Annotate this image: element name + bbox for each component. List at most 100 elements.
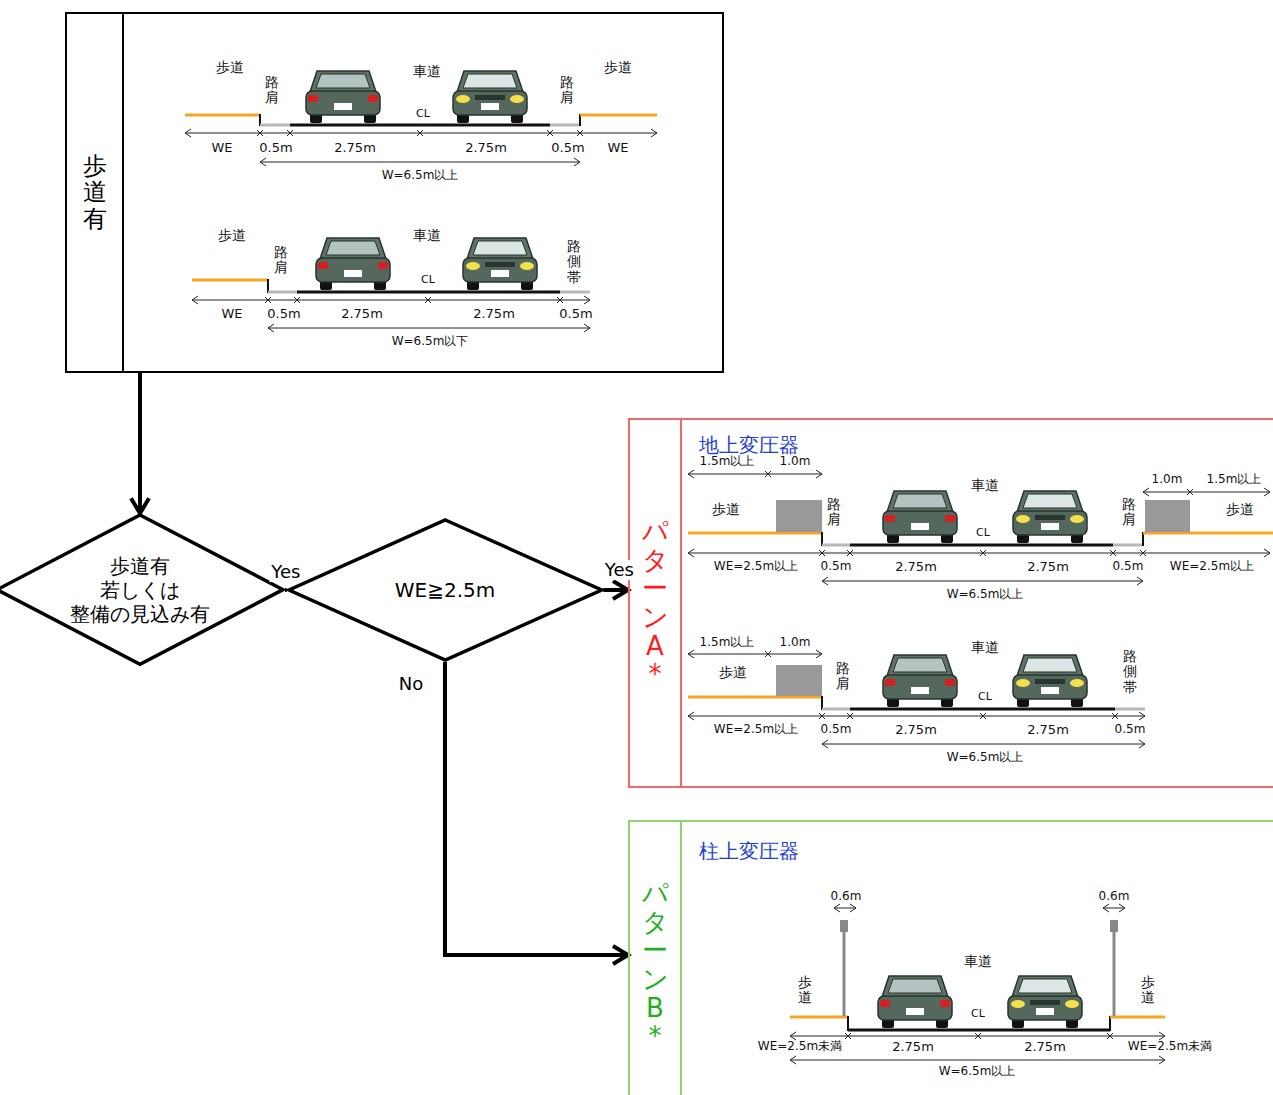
sidewalk <box>790 1016 848 1019</box>
dimension-arrow <box>1119 904 1125 912</box>
dimension-tick <box>1140 550 1146 556</box>
vertical-label: 歩道 <box>1141 975 1155 1006</box>
vertical-label: 路側帯 <box>567 239 581 285</box>
edge-label: No <box>397 674 425 694</box>
dimension-label: W=6.5m以下 <box>392 335 469 348</box>
car-plate <box>1041 523 1059 530</box>
panel-title: パターンB* <box>642 879 668 1051</box>
dimension-label: W=6.5m以上 <box>382 169 459 182</box>
car-window <box>1023 658 1077 672</box>
flow-connector <box>138 373 142 513</box>
dimension-label: 0.5m <box>559 307 592 321</box>
dimension-tick <box>765 651 771 657</box>
dimension-line <box>688 474 822 475</box>
shoulder <box>1113 544 1143 547</box>
car-headlight <box>466 262 480 270</box>
dimension-label: 歩道 <box>712 502 740 517</box>
car-taillight <box>885 515 895 522</box>
car-taillight <box>945 679 955 686</box>
car-window <box>893 658 947 672</box>
dimension-label: 0.5m <box>1113 560 1144 573</box>
utility-pole <box>1113 930 1116 1016</box>
edge-label: Yes <box>603 560 636 580</box>
dimension-tick <box>847 550 853 556</box>
dimension-label: 0.6m <box>1099 890 1130 903</box>
car-headlight <box>1065 1000 1079 1008</box>
dimension-arrow <box>790 1032 796 1040</box>
dimension-label: 2.75m <box>465 141 507 155</box>
car-cabin <box>882 976 948 997</box>
vertical-label: 路肩 <box>265 75 279 106</box>
dimension-label: CL <box>421 274 435 286</box>
edge-label: Yes <box>269 562 302 582</box>
shoulder <box>822 544 850 547</box>
dimension-line <box>260 162 580 163</box>
ground-transformer <box>776 665 822 696</box>
car-headlight <box>510 95 524 103</box>
dimension-tick <box>1110 550 1116 556</box>
car-cabin <box>467 238 533 259</box>
car-plate <box>491 270 509 277</box>
roadside-strip <box>560 291 590 294</box>
dimension-arrow <box>822 577 828 585</box>
dimension-label: WE=2.5m以上 <box>1170 560 1254 573</box>
dimension-arrow <box>1143 488 1149 496</box>
car-headlight <box>1016 679 1030 687</box>
dimension-label: W=6.5m以上 <box>947 751 1024 764</box>
dimension-arrow <box>688 549 694 557</box>
dimension-arrow <box>688 712 694 720</box>
car-taillight <box>885 679 895 686</box>
shoulder <box>822 708 850 711</box>
dimension-label: 2.75m <box>1027 723 1069 737</box>
diamond-shape <box>0 515 283 664</box>
dimension-arrow <box>1139 740 1145 748</box>
dimension-tick <box>294 297 300 303</box>
dimension-label: 0.5m <box>267 307 300 321</box>
dimension-label: 2.75m <box>1024 1040 1066 1054</box>
dimension-label: 歩道 <box>216 60 244 75</box>
dimension-tick <box>845 1033 851 1039</box>
car-window <box>1018 979 1072 993</box>
ground-transformer <box>1145 500 1190 532</box>
vertical-label: 路肩 <box>827 497 841 528</box>
dimension-label: 2.75m <box>895 560 937 574</box>
dimension-label: 1.5m以上 <box>700 636 755 649</box>
shoulder <box>260 124 290 127</box>
dimension-arrow <box>584 324 590 332</box>
car-grille <box>475 95 505 100</box>
pattern-panel: パターンB*柱上変圧器 <box>628 820 1273 1095</box>
dimension-label: CL <box>976 527 990 539</box>
dimension-tick <box>1187 489 1193 495</box>
decision-text: WE≧2.5m <box>365 578 525 602</box>
shoulder <box>268 291 297 294</box>
car-window <box>316 74 370 88</box>
dimension-tick <box>819 713 825 719</box>
dimension-tick <box>265 297 271 303</box>
dimension-label: 2.75m <box>895 723 937 737</box>
dimension-tick <box>257 130 263 136</box>
car-body <box>463 258 537 282</box>
car-plate <box>481 103 499 110</box>
car-plate <box>906 1008 924 1015</box>
dimension-arrow <box>185 129 191 137</box>
roadway <box>850 708 1115 711</box>
dimension-tick <box>577 130 583 136</box>
dimension-line <box>688 654 822 655</box>
car-body <box>883 511 957 535</box>
dimension-label: 2.75m <box>1027 560 1069 574</box>
dimension-line <box>790 1060 1165 1061</box>
dimension-label: 歩道 <box>218 228 246 243</box>
car-window <box>326 241 380 255</box>
dimension-tick <box>1140 550 1146 556</box>
vertical-label: 歩道 <box>798 975 812 1006</box>
car-grille <box>1035 515 1065 520</box>
car-window <box>888 979 942 993</box>
dimension-tick <box>425 297 431 303</box>
dimension-tick <box>980 713 986 719</box>
vertical-label: 路肩 <box>560 75 574 106</box>
roadway <box>297 291 560 294</box>
dimension-tick <box>287 130 293 136</box>
car-plate <box>1036 1008 1054 1015</box>
dimension-tick <box>1107 1033 1113 1039</box>
